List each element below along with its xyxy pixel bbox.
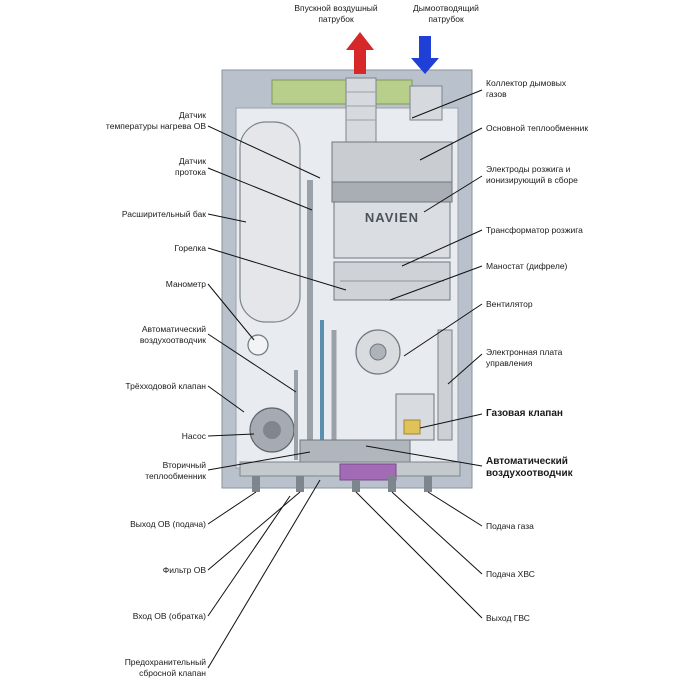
label-manometer: Манометр — [165, 279, 206, 289]
intake-arrow — [346, 32, 374, 74]
dhw-block — [339, 463, 397, 481]
leader-lines-right — [365, 89, 483, 467]
label-ignition-electrodes: Электроды розжига и ионизирующий в сборе — [486, 164, 578, 185]
label-control-board: Электронная плата управления — [486, 347, 563, 368]
label-expansion-tank: Расширительный бак — [121, 209, 206, 219]
intake-pipe — [345, 77, 377, 149]
label-gas-supply: Подача газа — [486, 521, 534, 531]
gas-valve-body — [395, 393, 435, 441]
label-safety-relief-valve: Предохранительный сбросной клапан — [124, 657, 206, 678]
leader-lines-bottom-left — [207, 479, 321, 669]
main-heat-exchanger — [331, 141, 453, 183]
label-gas-valve: Газовая клапан — [486, 408, 563, 419]
top-bracket — [271, 79, 413, 105]
manometer — [247, 334, 269, 356]
label-heating-return: Вход ОВ (обратка) — [132, 611, 206, 621]
label-ignition-transformer: Трансформатор розжига — [486, 225, 583, 235]
label-secondary-heat-exchanger: Вторичный теплообменник — [145, 460, 206, 481]
label-three-way-valve: Трёхходовой клапан — [125, 381, 206, 391]
label-flue-collector: Коллектор дымовых газов — [486, 78, 567, 99]
exhaust-arrow — [411, 36, 439, 74]
label-fan: Вентилятор — [486, 299, 533, 309]
label-heating-filter: Фильтр ОВ — [162, 565, 206, 575]
label-heating-outlet: Выход ОВ (подача) — [130, 519, 206, 529]
expansion-tank — [239, 121, 301, 323]
label-pump: Насос — [181, 431, 206, 441]
combustion-chamber — [333, 201, 451, 259]
leader-lines-left — [207, 125, 347, 471]
label-intake-pipe: Впускной воздушный патрубок — [294, 3, 378, 24]
label-dhw-outlet: Выход ГВС — [486, 613, 530, 623]
leader-lines-bottom-right — [355, 491, 483, 619]
label-main-heat-exchanger: Основной теплообменник — [486, 123, 589, 133]
label-exhaust-pipe: Дымоотводящий патрубок — [413, 3, 479, 24]
brand-logo: NAVIEN — [365, 210, 419, 225]
control-board — [437, 329, 453, 441]
exhaust-pipe — [409, 85, 443, 121]
label-burner: Горелка — [174, 243, 206, 253]
label-flow-sensor: Датчик протока — [174, 156, 206, 177]
label-heating-temp-sensor: Датчик температуры нагрева ОВ — [105, 110, 206, 131]
label-auto-air-vent-right: Автоматический воздухоотводчик — [486, 456, 573, 479]
label-cold-water-supply: Подача ХВС — [486, 569, 535, 579]
label-auto-air-vent-left: Автоматический воздухоотводчик — [139, 324, 206, 345]
label-pressure-switch: Маностат (дифреле) — [486, 261, 568, 271]
